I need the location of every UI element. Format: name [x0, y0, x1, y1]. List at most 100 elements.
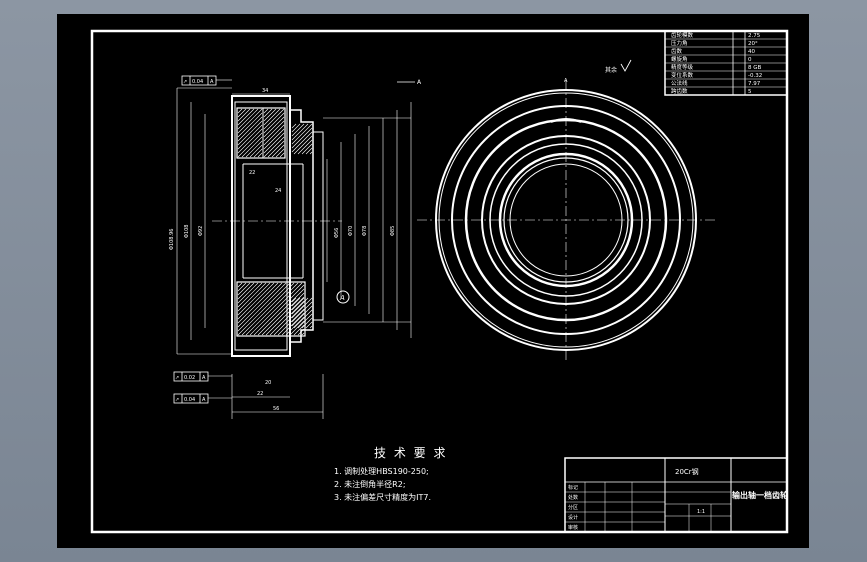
hatch-line: [297, 313, 313, 329]
hatch-line: [237, 108, 259, 130]
hatch-line: [291, 127, 313, 149]
requirement-item: 2. 未注倒角半径R2;: [334, 480, 406, 489]
hatch-line: [237, 132, 263, 158]
hatch-line: [297, 139, 313, 155]
section-hatching: [237, 108, 313, 336]
requirement-item: 3. 未注偏差尺寸精度为IT7.: [334, 493, 432, 502]
hatch-line: [297, 328, 305, 336]
hatch-line: [291, 123, 313, 145]
hatch-line: [237, 282, 271, 316]
param-label: 精度等级: [671, 63, 694, 71]
datum-label: A: [339, 294, 345, 302]
hatch-line: [237, 282, 291, 336]
hatch-line: [237, 282, 279, 324]
hatch-line: [237, 108, 243, 114]
hatch-line: [273, 304, 305, 336]
hatch-line: [291, 297, 297, 303]
hatch-line: [237, 282, 243, 288]
hatch-line: [267, 140, 285, 158]
hatch-line: [301, 317, 313, 329]
dim-small-b: 24: [275, 188, 281, 194]
hatch-line: [291, 123, 309, 141]
front-view-label: A: [564, 78, 568, 84]
hatch-line: [237, 120, 263, 146]
hatch-line: [245, 140, 263, 158]
hatch-line: [263, 108, 269, 114]
dim-d4: Φ56: [334, 228, 340, 238]
title-block-label: 设计: [568, 514, 578, 521]
param-label: 齿数: [671, 47, 683, 55]
hatch-line: [263, 108, 281, 126]
section-view: [176, 87, 412, 419]
hatch-line: [291, 297, 313, 319]
hatch-line: [237, 116, 263, 142]
tolerance-frame-mid: ↗ 0.02 A: [173, 371, 232, 382]
hatch-line: [305, 321, 313, 329]
hatch-line: [237, 282, 247, 292]
dim-overall: 56: [273, 406, 279, 412]
drawing-frame: [90, 29, 789, 534]
hatch-line: [257, 288, 305, 336]
hatch-line: [263, 116, 285, 138]
hatch-line: [245, 282, 299, 336]
hatch-line: [291, 297, 301, 307]
hatch-line: [263, 132, 285, 154]
hatch-line: [257, 152, 263, 158]
hatch-line: [263, 136, 285, 158]
requirements-list: 1. 调制处理HBS190-250;2. 未注倒角半径R2;3. 未注偏差尺寸精…: [334, 465, 534, 504]
hatch-line: [237, 112, 263, 138]
hatch-line: [237, 282, 287, 332]
dim-top-width: 34: [262, 88, 268, 94]
hatch-line: [237, 282, 275, 320]
hatch-line: [293, 324, 305, 336]
hatch-line: [309, 325, 313, 329]
title-block-label: 审核: [568, 524, 578, 531]
hatch-line: [293, 309, 313, 329]
title-block: [564, 457, 788, 533]
datum-circle: [336, 290, 350, 304]
dim-d2: Φ108: [184, 225, 190, 238]
hatch-line: [281, 312, 305, 336]
hatch-line: [275, 148, 285, 158]
hatch-line: [263, 108, 277, 122]
hatch-line: [237, 282, 283, 328]
hatch-line: [305, 147, 313, 155]
tech-requirements: 技 术 要 求 1. 调制处理HBS190-250;2. 未注倒角半径R2;3.…: [334, 444, 534, 504]
tol-value-2: 0.02: [184, 375, 195, 381]
tol-value-3: 0.04: [184, 397, 195, 403]
param-value: 40: [748, 49, 755, 55]
param-label: 变位系数: [671, 71, 694, 79]
tol-symbol-3: ↗: [175, 397, 179, 403]
hatch-line: [291, 131, 313, 153]
param-label: 跨齿数: [671, 87, 688, 95]
hatch-line: [291, 297, 305, 311]
tolerance-frame-bottom: ↗ 0.04 A: [173, 393, 232, 404]
dim-bottom-b: 22: [257, 391, 263, 397]
tol-symbol-1: ↗: [183, 79, 187, 85]
hatch-line: [277, 308, 305, 336]
hatch-line: [291, 123, 297, 129]
hatch-line: [263, 112, 285, 134]
hatch-line: [291, 301, 313, 323]
tol-value-1: 0.04: [192, 79, 203, 85]
hatch-line: [301, 143, 313, 155]
param-value: 20°: [748, 41, 758, 47]
dim-d7: Φ85: [390, 226, 396, 236]
hatch-line: [291, 297, 309, 315]
title-block-label: 处数: [568, 494, 578, 501]
hatch-line: [237, 108, 247, 118]
tol-datum-2: A: [202, 375, 206, 381]
hatch-line: [237, 282, 255, 300]
surface-note: 其余: [605, 66, 617, 74]
hatch-line: [237, 128, 263, 154]
dim-d6: Φ78: [362, 226, 368, 236]
hatch-line: [293, 135, 313, 155]
hatch-line: [291, 123, 301, 133]
hatch-line: [279, 152, 285, 158]
hatch-line: [237, 282, 263, 308]
hatch-line: [249, 282, 303, 336]
hatch-line: [291, 305, 313, 327]
hatch-line: [253, 284, 305, 336]
param-value: 2.75: [748, 33, 761, 39]
